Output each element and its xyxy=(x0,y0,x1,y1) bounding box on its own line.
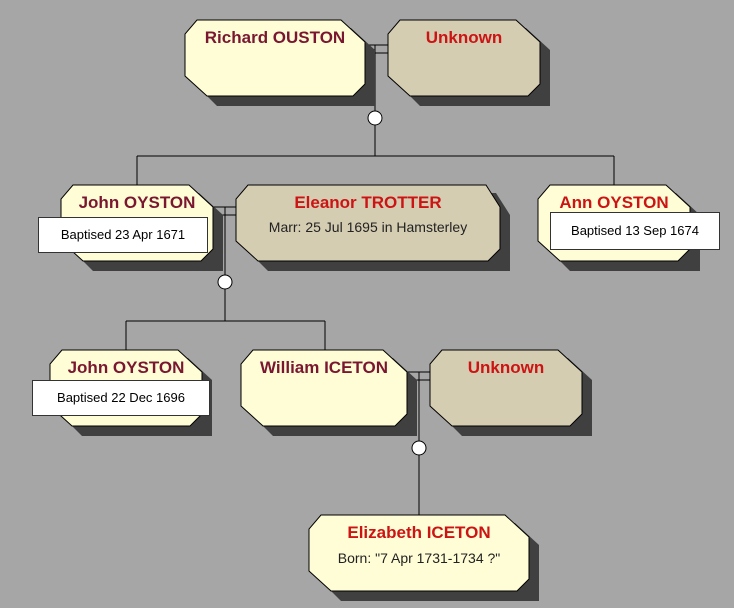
person-william-iceton[interactable]: William ICETON xyxy=(240,349,417,436)
person-box xyxy=(184,19,375,106)
person-eleanor-trotter[interactable]: Eleanor TROTTER Marr: 25 Jul 1695 in Ham… xyxy=(235,184,510,271)
baptism-note: Baptised 22 Dec 1696 xyxy=(32,380,210,416)
person-name: Richard OUSTON xyxy=(204,28,346,47)
birth-detail: Born: "7 Apr 1731-1734 ?" xyxy=(337,550,501,566)
person-box xyxy=(308,514,539,601)
person-name: William ICETON xyxy=(260,358,388,377)
person-name: John OYSTON xyxy=(67,358,185,377)
person-name: Unknown xyxy=(467,358,545,377)
person-richard-ouston[interactable]: Richard OUSTON xyxy=(184,19,375,106)
baptism-note: Baptised 13 Sep 1674 xyxy=(550,212,720,250)
person-elizabeth-iceton[interactable]: Elizabeth ICETON Born: "7 Apr 1731-1734 … xyxy=(308,514,539,601)
person-name: Eleanor TROTTER xyxy=(294,193,442,212)
person-unknown-spouse[interactable]: Unknown xyxy=(429,349,592,436)
person-box xyxy=(235,184,510,271)
family-node-1 xyxy=(367,110,383,126)
person-unknown-spouse[interactable]: Unknown xyxy=(387,19,550,106)
person-box xyxy=(240,349,417,436)
baptism-note: Baptised 23 Apr 1671 xyxy=(38,217,208,253)
family-node-2 xyxy=(217,274,233,290)
person-name: Unknown xyxy=(425,28,503,47)
person-name: Elizabeth ICETON xyxy=(347,523,491,542)
family-node-3 xyxy=(411,440,427,456)
person-box xyxy=(387,19,550,106)
person-name: Ann OYSTON xyxy=(559,193,669,212)
person-box xyxy=(429,349,592,436)
person-name: John OYSTON xyxy=(78,193,196,212)
marriage-detail: Marr: 25 Jul 1695 in Hamsterley xyxy=(268,219,468,235)
